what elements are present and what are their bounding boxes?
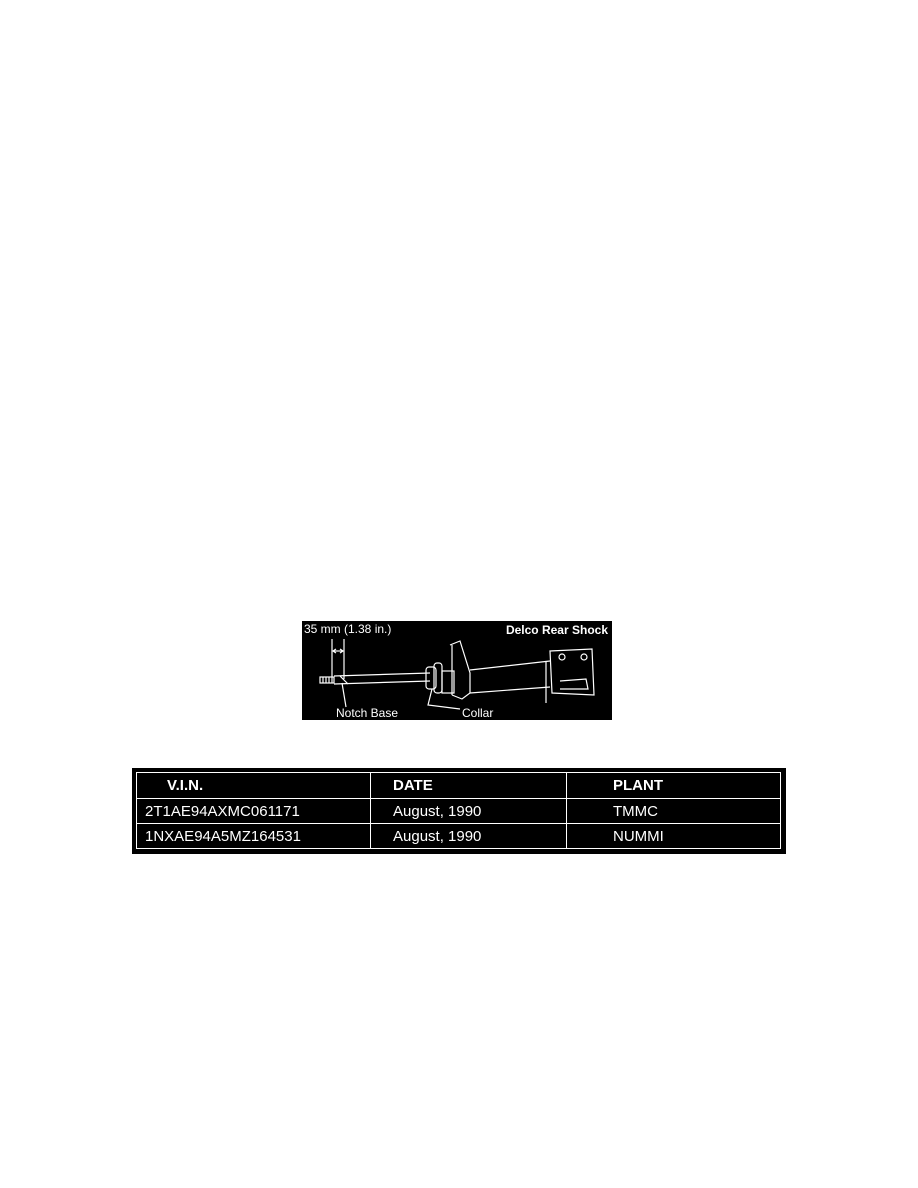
cell-plant: TMMC [566,798,781,824]
table-row: 1NXAE94A5MZ164531 August, 1990 NUMMI [136,823,781,849]
cell-vin: 2T1AE94AXMC061171 [136,798,371,824]
table-row: 2T1AE94AXMC061171 August, 1990 TMMC [136,798,781,824]
cell-plant: NUMMI [566,823,781,849]
header-plant: PLANT [566,772,781,799]
header-date: DATE [370,772,567,799]
rear-shock-figure: 35 mm (1.38 in.) Delco Rear Shock Notch … [302,621,612,720]
cell-date: August, 1990 [370,823,567,849]
figure-title: Delco Rear Shock [505,623,608,637]
callout-notch-base: Notch Base [336,706,399,720]
vin-table-container: V.I.N. DATE PLANT 2T1AE94AXMC061171 Augu… [132,768,786,854]
table-header-row: V.I.N. DATE PLANT [136,772,781,799]
vin-table: V.I.N. DATE PLANT 2T1AE94AXMC061171 Augu… [136,772,781,849]
cell-date: August, 1990 [370,798,567,824]
dimension-label: 35 mm (1.38 in.) [304,622,392,636]
rear-shock-illustration [319,639,595,710]
header-vin: V.I.N. [136,772,371,799]
callout-collar: Collar [462,706,494,720]
cell-vin: 1NXAE94A5MZ164531 [136,823,371,849]
